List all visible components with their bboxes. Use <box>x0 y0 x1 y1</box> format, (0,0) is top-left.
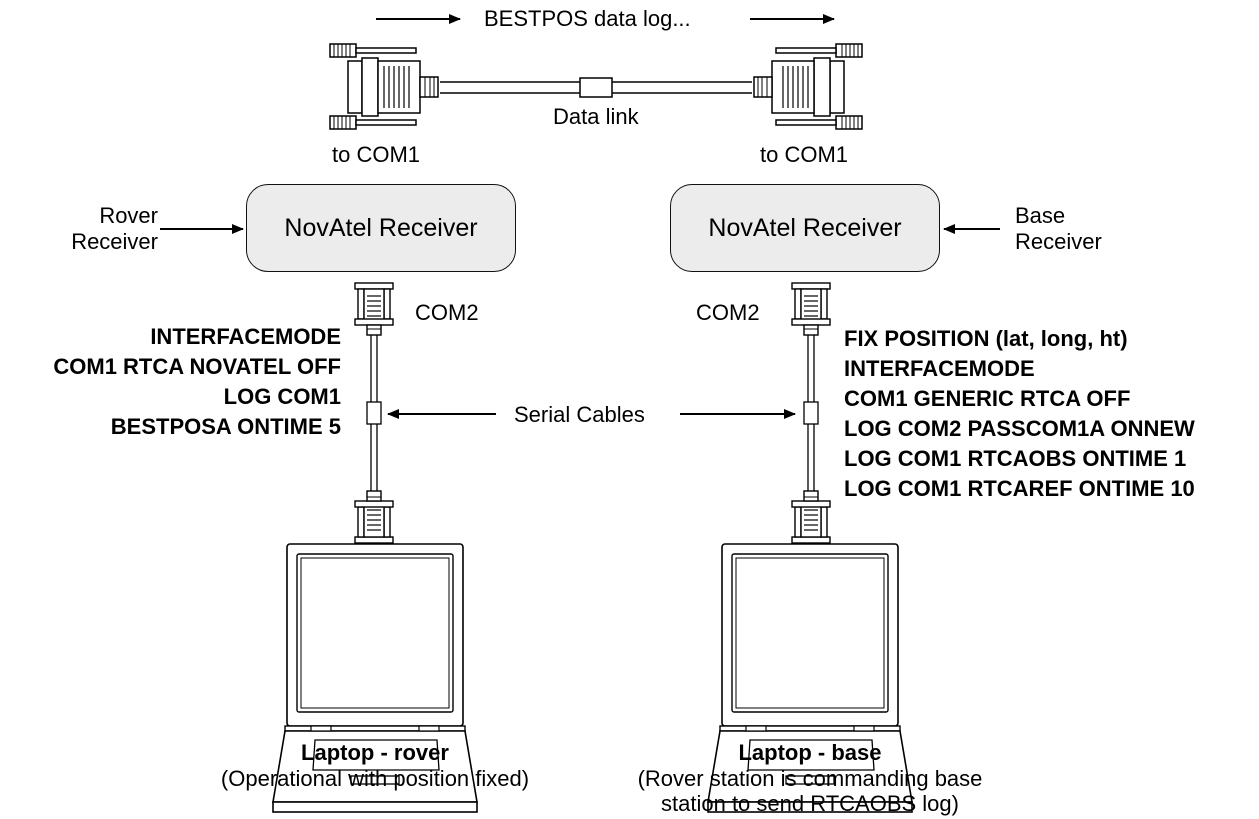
laptop-base-title: Laptop - base <box>738 740 882 765</box>
left-com1-label: to COM1 <box>332 142 421 167</box>
right-db9-connector <box>753 43 863 130</box>
base-serial-cable <box>791 282 831 544</box>
rover-command: COM1 RTCA NOVATEL OFF <box>53 354 341 379</box>
base-command: LOG COM1 RTCAREF ONTIME 10 <box>844 476 1195 501</box>
rover-command-list: INTERFACEMODE COM1 RTCA NOVATEL OFF LOG … <box>0 322 341 442</box>
laptop-rover-title: Laptop - rover <box>301 740 449 765</box>
base-side-label: Base Receiver <box>1015 203 1102 254</box>
left-db9-connector <box>329 43 439 130</box>
base-command: LOG COM2 PASSCOM1A ONNEW <box>844 416 1195 441</box>
base-command: COM1 GENERIC RTCA OFF <box>844 386 1131 411</box>
base-command: FIX POSITION (lat, long, ht) <box>844 326 1128 351</box>
laptop-rover-caption: (Operational with position fixed) <box>220 766 530 791</box>
rover-command: INTERFACEMODE <box>150 324 341 349</box>
serial-cables-label: Serial Cables <box>514 402 645 427</box>
rover-receiver-label: NovAtel Receiver <box>284 213 478 242</box>
base-command-list: FIX POSITION (lat, long, ht) INTERFACEMO… <box>844 324 1195 504</box>
base-command: LOG COM1 RTCAOBS ONTIME 1 <box>844 446 1187 471</box>
data-link-label: Data link <box>553 104 639 129</box>
base-receiver-box: NovAtel Receiver <box>670 184 940 272</box>
base-com2-label: COM2 <box>696 300 760 325</box>
rover-com2-label: COM2 <box>415 300 479 325</box>
bestpos-label: BESTPOS data log... <box>484 6 691 31</box>
base-receiver-label: NovAtel Receiver <box>708 213 902 242</box>
right-com1-label: to COM1 <box>760 142 849 167</box>
laptop-base-caption: (Rover station is commanding base statio… <box>637 766 983 816</box>
data-link-cable <box>440 77 752 98</box>
rover-receiver-box: NovAtel Receiver <box>246 184 516 272</box>
base-command: INTERFACEMODE <box>844 356 1035 381</box>
rover-side-label: Rover Receiver <box>71 203 158 254</box>
rover-command: LOG COM1 <box>223 384 341 409</box>
rover-command: BESTPOSA ONTIME 5 <box>110 414 341 439</box>
rover-serial-cable <box>354 282 394 544</box>
